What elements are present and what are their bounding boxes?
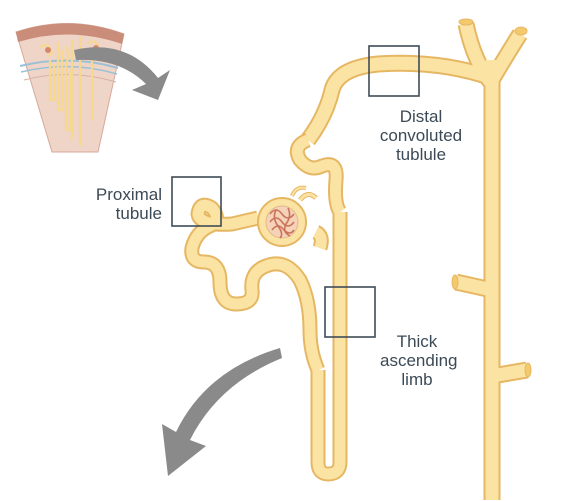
kidney-wedge-icon xyxy=(15,22,125,153)
collecting-duct xyxy=(301,18,532,500)
curved-arrow-icon xyxy=(74,47,170,100)
thick-limb-box xyxy=(324,286,376,338)
glomerulus xyxy=(257,185,318,247)
thick-ascending-limb-label: Thick ascending limb xyxy=(380,332,458,389)
nephron-tubule xyxy=(184,132,348,482)
curved-arrow-icon xyxy=(162,348,282,476)
proximal-tubule-label: Proximal tubule xyxy=(95,185,162,223)
distal-tubule-box xyxy=(368,45,420,97)
proximal-tubule-box xyxy=(171,176,222,227)
distal-tubule-label: Distal convoluted tublule xyxy=(379,107,463,164)
